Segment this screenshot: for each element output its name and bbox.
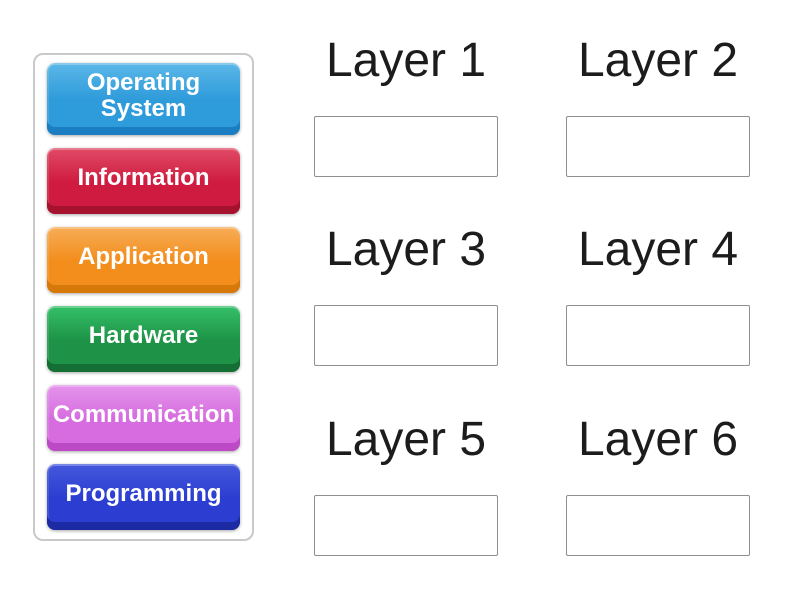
drop-zone-layer-6[interactable] [566,495,750,556]
tile-information[interactable]: Information [47,148,240,214]
group-label: Layer 6 [577,413,739,466]
tile-label: Information [77,164,210,192]
group-label: Layer 1 [325,34,487,87]
group-label: Layer 5 [325,413,487,466]
tile-label: Hardware [88,322,199,350]
drop-zone-layer-1[interactable] [314,116,498,177]
group-label: Layer 4 [577,223,739,276]
group-layer-4: Layer 4 [533,221,783,366]
drop-zone-layer-4[interactable] [566,305,750,366]
tile-label: Communication [52,401,235,429]
group-layer-2: Layer 2 [533,32,783,177]
group-layer-1: Layer 1 [281,32,531,177]
group-layer-6: Layer 6 [533,411,783,556]
tile-operating-system[interactable]: Operating System [47,63,240,135]
tile-label: Operating System [86,69,201,122]
drop-zone-layer-3[interactable] [314,305,498,366]
tile-panel: Operating System Information Application… [33,53,254,541]
group-label: Layer 2 [577,34,739,87]
tile-label: Programming [65,480,222,508]
group-layer-5: Layer 5 [281,411,531,556]
group-label: Layer 3 [325,223,487,276]
drop-zone-layer-2[interactable] [566,116,750,177]
tile-label: Application [78,243,209,271]
tile-programming[interactable]: Programming [47,464,240,530]
tile-communication[interactable]: Communication [47,385,240,451]
group-layer-3: Layer 3 [281,221,531,366]
drop-zone-layer-5[interactable] [314,495,498,556]
tile-hardware[interactable]: Hardware [47,306,240,372]
tile-application[interactable]: Application [47,227,240,293]
